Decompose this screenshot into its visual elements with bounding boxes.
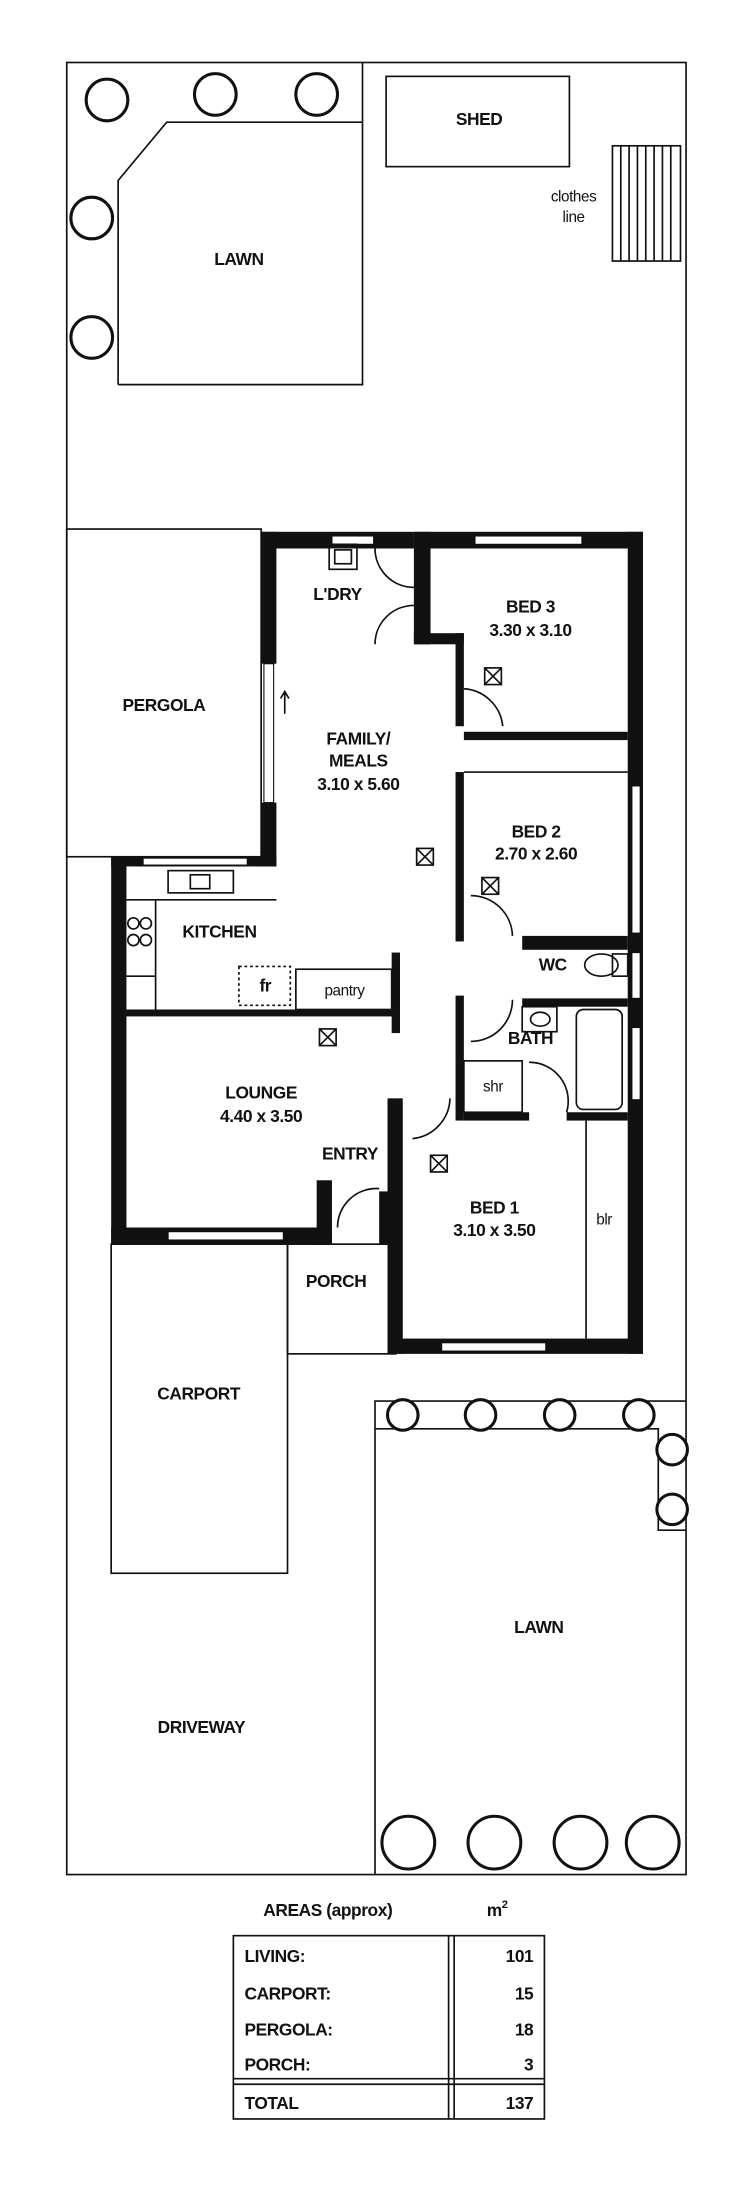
lounge-size: 4.40 x 3.50 xyxy=(220,1106,302,1126)
bed2-label: BED 2 xyxy=(512,821,561,841)
meals-label: MEALS xyxy=(329,750,388,770)
shed-label: SHED xyxy=(456,109,503,129)
area-row-value: 15 xyxy=(515,1984,534,2004)
tree-icon xyxy=(380,1814,437,1871)
front-lawn: LAWN xyxy=(374,1400,687,1875)
clothes-line: clothes line xyxy=(551,144,682,262)
tree-icon xyxy=(385,1398,420,1432)
bath-label: BATH xyxy=(508,1028,553,1048)
area-row-label: CARPORT: xyxy=(244,1984,330,2004)
tree-icon xyxy=(622,1398,656,1432)
entry-label: ENTRY xyxy=(322,1143,379,1163)
areas-unit: m2 xyxy=(487,1899,508,1920)
tree-icon xyxy=(552,1814,609,1871)
bed1-size: 3.10 x 3.50 xyxy=(453,1220,535,1240)
front-lawn-label: LAWN xyxy=(514,1617,563,1637)
pergola xyxy=(65,528,262,858)
kitchen-label: KITCHEN xyxy=(182,921,256,941)
doors xyxy=(279,548,570,1228)
bed3-label: BED 3 xyxy=(506,596,556,616)
shed xyxy=(385,75,571,168)
clothes-line-label: clothes xyxy=(551,188,597,205)
tree-icon xyxy=(655,1432,689,1467)
room-labels: L'DRY BED 3 3.30 x 3.10 FAMILY/ MEALS 3.… xyxy=(182,584,612,1240)
bed3-size: 3.30 x 3.10 xyxy=(489,620,571,640)
light-icon xyxy=(429,1154,449,1173)
clothes-line-label: line xyxy=(563,209,585,226)
rear-lawn-label: LAWN xyxy=(214,249,263,269)
bed1-label: BED 1 xyxy=(470,1198,520,1218)
tree-icon xyxy=(69,315,115,360)
lot-boundary xyxy=(65,61,687,1876)
light-icon xyxy=(483,667,503,686)
driveway-label: DRIVEWAY xyxy=(158,1717,246,1737)
bathtub-icon xyxy=(575,1008,623,1111)
area-row-value: 18 xyxy=(515,2020,534,2040)
light-icon xyxy=(415,847,435,866)
vanity-icon xyxy=(521,1005,558,1033)
porch xyxy=(286,1243,397,1355)
rear-lawn: LAWN xyxy=(117,62,364,386)
fixtures xyxy=(126,543,629,1339)
bed2-size: 2.70 x 2.60 xyxy=(495,844,577,864)
windows xyxy=(142,535,641,1352)
tree-icon xyxy=(69,195,115,241)
fridge-label: fr xyxy=(259,975,271,995)
areas-title: AREAS (approx) xyxy=(263,1900,392,1920)
house-walls xyxy=(111,531,643,1354)
pantry-label: pantry xyxy=(324,983,365,1000)
tree-icon xyxy=(655,1492,689,1527)
pantry xyxy=(295,968,393,1011)
toilet-icon xyxy=(583,953,619,977)
shower-label: shr xyxy=(483,1078,503,1095)
carport xyxy=(110,1243,289,1575)
tree-icon xyxy=(542,1398,577,1432)
area-row-label: PERGOLA: xyxy=(244,2020,332,2040)
stove-icon xyxy=(127,917,153,947)
light-markers xyxy=(318,667,503,1173)
tree-icon xyxy=(192,72,238,117)
rear-trees xyxy=(69,72,340,360)
tree-icon xyxy=(84,77,130,123)
wc-label: WC xyxy=(539,955,568,975)
carport-label: CARPORT xyxy=(157,1384,241,1404)
porch-label: PORCH xyxy=(306,1271,367,1291)
light-icon xyxy=(481,876,500,896)
area-row-value: 101 xyxy=(506,1946,534,1966)
sink-icon xyxy=(167,869,235,894)
pergola-label: PERGOLA xyxy=(123,695,207,715)
tree-icon xyxy=(624,1814,681,1871)
family-label: FAMILY/ xyxy=(326,728,390,748)
light-icon xyxy=(318,1028,337,1047)
tree-icon xyxy=(466,1814,523,1871)
area-row-label: PORCH: xyxy=(244,2054,310,2074)
family-size: 3.10 x 5.60 xyxy=(317,774,399,794)
front-trees xyxy=(380,1398,689,1871)
area-row-label: LIVING: xyxy=(244,1946,305,1966)
laundry-label: L'DRY xyxy=(313,584,362,604)
shower xyxy=(463,1060,524,1114)
area-row-value: 3 xyxy=(524,2054,534,2074)
areas-table: AREAS (approx) m2 LIVING: 101 CARPORT: 1… xyxy=(232,1899,546,2120)
laundry-tub-icon xyxy=(328,543,358,571)
area-total-label: TOTAL xyxy=(244,2093,299,2113)
tree-icon xyxy=(463,1398,498,1432)
fridge-space xyxy=(238,965,292,1007)
robe-label: blr xyxy=(596,1212,612,1229)
area-total-value: 137 xyxy=(506,2093,534,2113)
lounge-label: LOUNGE xyxy=(225,1082,297,1102)
tree-icon xyxy=(294,72,340,117)
